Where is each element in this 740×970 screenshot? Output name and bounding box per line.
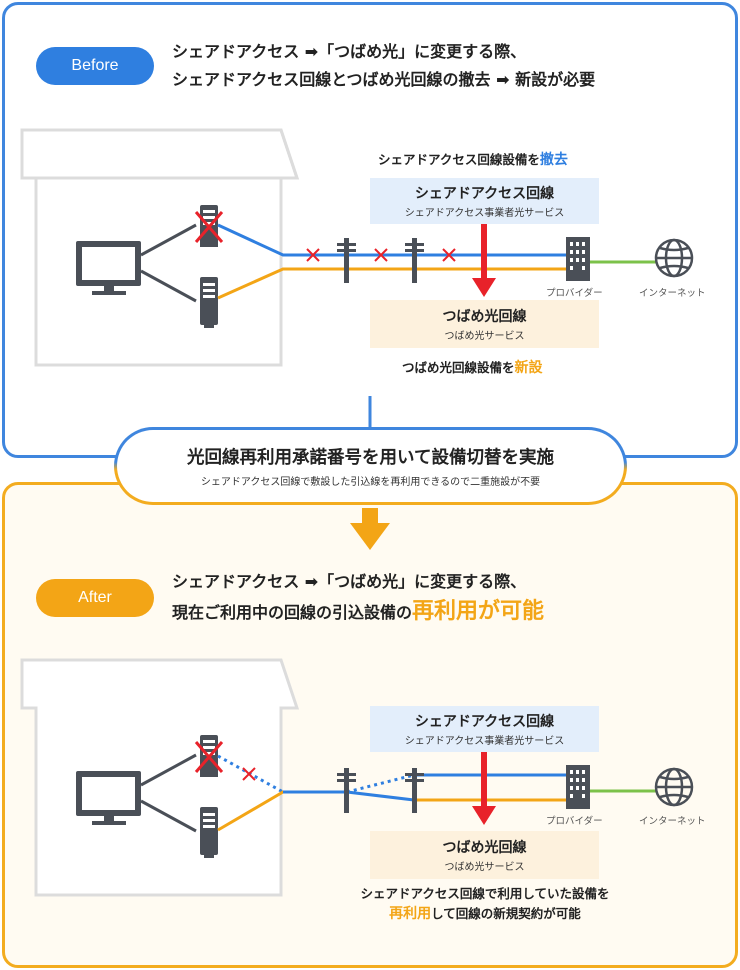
before-heading-line1: シェアドアクセス ➡「つばめ光」に変更する際、 xyxy=(172,42,527,61)
onu-device-icon xyxy=(200,807,218,858)
house-icon xyxy=(20,658,300,897)
reuse-highlight: 再利用 xyxy=(389,906,432,922)
utility-pole-icon xyxy=(337,238,356,283)
before-heading-line2: シェアドアクセス回線とつばめ光回線の撤去 ➡ 新設が必要 xyxy=(172,70,596,89)
down-arrow-icon xyxy=(350,508,390,550)
switch-arrow-icon xyxy=(472,224,496,297)
new-highlight: 新設 xyxy=(514,360,543,376)
shared-access-box-subtitle: シェアドアクセス事業者光サービス xyxy=(404,208,565,219)
removed-x-icon xyxy=(242,767,256,781)
shared-access-box: シェアドアクセス回線 シェアドアクセス事業者光サービス xyxy=(370,178,599,224)
cable-line xyxy=(140,753,197,787)
removal-highlight: 撤去 xyxy=(539,152,568,168)
tsubame-line xyxy=(217,267,568,300)
removed-x-icon xyxy=(374,248,388,262)
cable-line xyxy=(140,269,197,303)
utility-pole-icon xyxy=(405,238,424,283)
internet-label: インターネット xyxy=(639,288,706,299)
monitor-icon xyxy=(76,771,141,825)
before-badge: Before xyxy=(36,47,154,85)
tsubame-box-title: つばめ光回線 xyxy=(442,309,527,325)
after-heading-line2-text: 現在ご利用中の回線の引込設備の xyxy=(172,603,413,622)
utility-pole-icon xyxy=(337,768,356,813)
after-heading-line2: 現在ご利用中の回線の引込設備の再利用が可能 xyxy=(172,598,544,626)
removed-x-icon xyxy=(194,741,224,773)
after-caption-line2: 再利用して回線の新規契約が可能 xyxy=(330,904,640,924)
reuse-possible-highlight: 再利用が可能 xyxy=(412,599,545,624)
removal-caption: シェアドアクセス回線設備を撤去 xyxy=(378,149,568,169)
shared-access-line xyxy=(217,223,568,257)
after-badge: After xyxy=(36,579,154,617)
tsubame-box-subtitle: つばめ光サービス xyxy=(444,331,525,342)
globe-icon xyxy=(654,767,694,807)
removal-caption-text: シェアドアクセス回線設備を xyxy=(378,152,540,167)
removed-x-icon xyxy=(442,248,456,262)
after-caption-line1: シェアドアクセス回線で利用していた設備を xyxy=(360,886,610,901)
reused-line xyxy=(346,790,415,802)
switch-arrow-icon xyxy=(472,752,496,825)
tsubame-box: つばめ光回線 つばめ光サービス xyxy=(370,831,599,879)
after-heading-line1: シェアドアクセス ➡「つばめ光」に変更する際、 xyxy=(172,572,527,591)
disconnected-line xyxy=(217,754,284,794)
cable-line xyxy=(140,799,197,833)
banner-title: 光回線再利用承諾番号を用いて設備切替を実施 xyxy=(187,448,554,468)
after-caption-line2-text: して回線の新規契約が可能 xyxy=(431,906,581,921)
tsubame-box: つばめ光回線 つばめ光サービス xyxy=(370,300,599,348)
new-caption: つばめ光回線設備を新設 xyxy=(402,357,543,377)
shared-access-box: シェアドアクセス回線 シェアドアクセス事業者光サービス xyxy=(370,706,599,752)
shared-access-box-title: シェアドアクセス回線 xyxy=(414,186,555,202)
new-caption-text: つばめ光回線設備を xyxy=(402,360,515,375)
building-icon xyxy=(566,765,590,809)
shared-access-box-title: シェアドアクセス回線 xyxy=(414,714,555,730)
monitor-icon xyxy=(76,241,141,295)
utility-pole-icon xyxy=(405,768,424,813)
globe-icon xyxy=(654,238,694,278)
removed-x-icon xyxy=(306,248,320,262)
provider-label: プロバイダー xyxy=(546,288,603,299)
tsubame-box-subtitle: つばめ光サービス xyxy=(444,862,525,873)
tsubame-box-title: つばめ光回線 xyxy=(442,840,527,856)
provider-label: プロバイダー xyxy=(546,816,603,827)
cable-line xyxy=(140,223,197,257)
internet-label: インターネット xyxy=(639,816,706,827)
building-icon xyxy=(566,237,590,281)
banner-subtitle: シェアドアクセス回線で敷設した引込線を再利用できるので二重施設が不要 xyxy=(200,477,541,488)
removed-x-icon xyxy=(194,211,224,243)
disconnected-line xyxy=(346,773,415,794)
onu-device-icon xyxy=(200,277,218,328)
after-caption: シェアドアクセス回線で利用していた設備を 再利用して回線の新規契約が可能 xyxy=(330,884,640,924)
reuse-banner: 光回線再利用承諾番号を用いて設備切替を実施 シェアドアクセス回線で敷設した引込線… xyxy=(114,427,627,505)
house-icon xyxy=(20,128,300,367)
shared-access-box-subtitle: シェアドアクセス事業者光サービス xyxy=(404,736,565,747)
